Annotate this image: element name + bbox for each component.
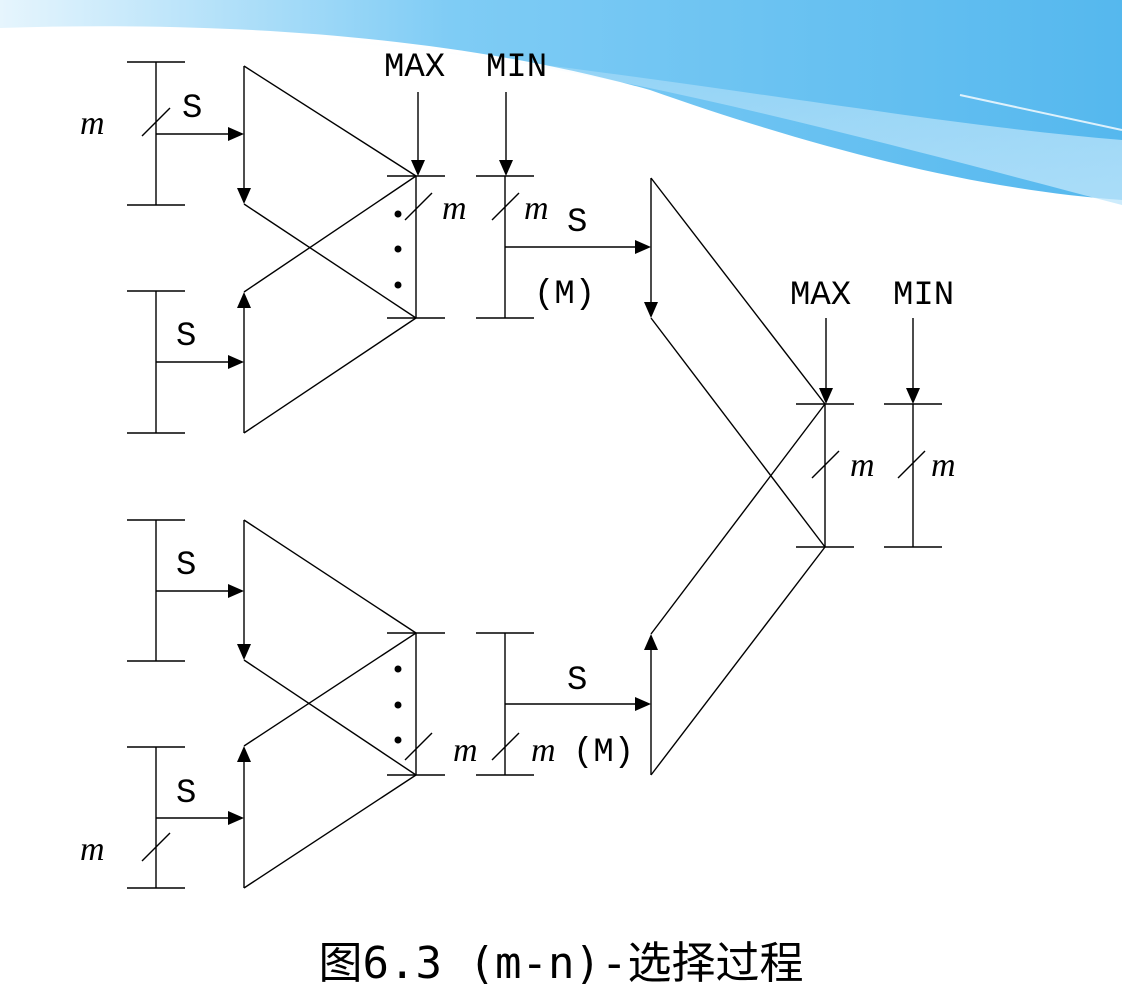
label-M-bottom: (M) — [573, 734, 634, 772]
label-s-3: S — [176, 547, 196, 585]
selector-block-top — [237, 65, 417, 434]
label-s-1: S — [182, 90, 202, 128]
input-bus-4 — [127, 746, 244, 889]
label-m-2: m — [80, 831, 105, 868]
label-min-top: MIN — [486, 49, 547, 87]
label-max-final: MAX — [790, 277, 851, 315]
register-bottom-2 — [476, 632, 651, 776]
label-m-bottom-2: m — [531, 732, 556, 769]
label-m-top-1: m — [442, 190, 467, 227]
label-m-final-1: m — [850, 447, 875, 484]
register-bottom-1 — [387, 632, 445, 776]
input-bus-1 — [127, 61, 244, 206]
label-m-bottom-1: m — [453, 732, 478, 769]
label-s-top-out: S — [567, 204, 587, 242]
label-max-top: MAX — [384, 49, 445, 87]
selector-block-bottom — [237, 519, 417, 889]
label-min-final: MIN — [893, 277, 954, 315]
register-top-2 — [476, 175, 651, 319]
header-banner — [0, 0, 1122, 205]
label-m-top-2: m — [524, 190, 549, 227]
selector-block-final — [644, 177, 826, 776]
label-s-bottom-out: S — [567, 662, 587, 700]
label-M-top: (M) — [534, 276, 595, 314]
label-s-4: S — [176, 775, 196, 813]
label-m-final-2: m — [931, 447, 956, 484]
label-s-2: S — [176, 318, 196, 356]
max-min-arrows-top — [411, 92, 513, 176]
input-bus-3 — [127, 519, 244, 662]
label-m-1: m — [80, 105, 105, 142]
register-top-1 — [387, 175, 445, 319]
input-bus-2 — [127, 290, 244, 434]
figure-caption: 图6.3 (m-n)-选择过程 — [319, 938, 804, 989]
max-min-arrows-final — [819, 318, 920, 404]
register-final-1 — [796, 403, 854, 548]
